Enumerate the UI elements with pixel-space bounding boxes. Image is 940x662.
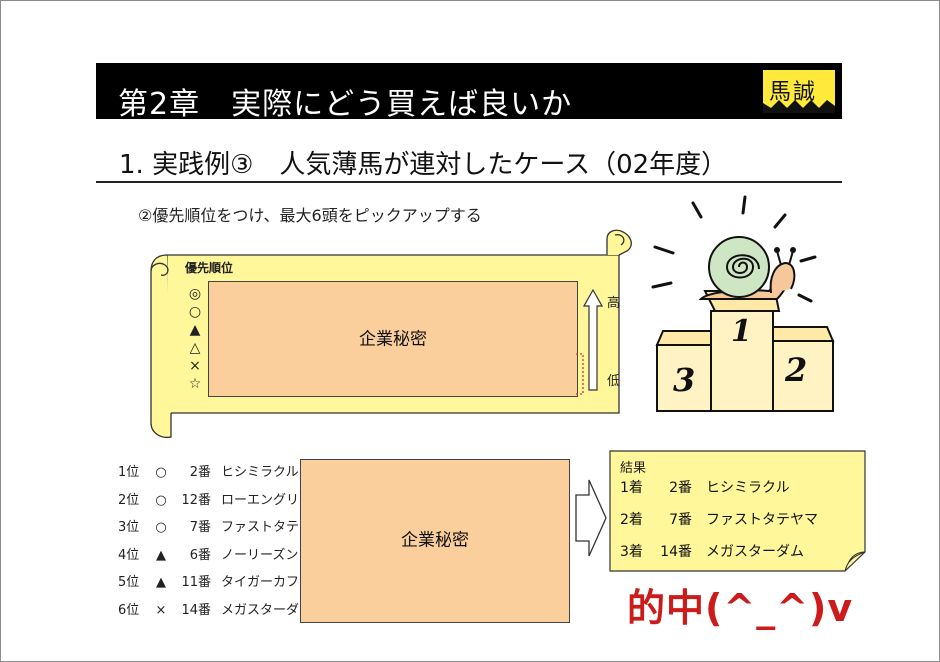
list-item: 5位 ▲ 11番タイガーカフェ [118,571,312,599]
arrow-up-icon [583,289,603,391]
title-bar: 第2章 実際にどう買えば良いか 馬誠 [96,63,842,122]
result-number: 14番 [660,544,692,560]
chapter-title: 第2章 実際にどう買えば良いか [118,87,573,122]
pick-number: 2番 [189,465,211,480]
pick-horse: タイガーカフェ [221,575,313,590]
pick-number: 14番 [181,602,211,618]
pick-rank: 3位 [118,520,140,535]
priority-mark: △ [189,340,201,356]
pick-rank: 6位 [118,602,140,618]
pick-mark: ○ [155,492,167,508]
result-note-icon [609,450,866,572]
step-label: ②優先順位をつけ、最大6頭をピックアップする [138,206,482,225]
result-position: 1着 [620,480,643,496]
podium-snail-icon: 1 2 3 [651,195,835,412]
confidential-label: 企業秘密 [401,530,469,551]
dotted-bracket-icon [576,353,584,395]
logo-text: 馬誠 [769,80,818,105]
label-low: 低 [607,374,621,389]
pick-rank: 4位 [118,547,140,563]
result-horse: ファストタテヤマ [706,512,818,528]
result-row: 2着 7番ファストタテヤマ [620,509,818,529]
confidential-box-lower: 企業秘密 [300,459,570,623]
result-number: 2番 [669,480,692,496]
pick-horse: メガスターダム [221,602,313,618]
confidential-label: 企業秘密 [359,329,427,350]
priority-heading: 優先順位 [185,261,234,275]
result-number: 7番 [669,512,692,528]
pick-horse: ヒシミラクル（ [221,465,312,480]
pick-mark: ▲ [156,547,166,563]
pick-mark: ○ [155,520,167,535]
priority-mark: ◎ [188,286,202,302]
pick-horse: ノーリーズン（ [221,547,312,563]
confidential-box-upper: 企業秘密 [208,281,578,397]
list-item: 3位 ○ 7番ファストタテヤ [118,516,312,544]
result-row: 1着 2番ヒシミラクル [620,477,790,497]
priority-mark: × [189,358,201,374]
list-item: 6位 × 14番メガスターダム [118,599,312,627]
result-position: 3着 [620,544,643,560]
pick-rank: 2位 [118,492,140,508]
hit-text: 的中(^_^)v [627,586,854,630]
pick-number: 6番 [189,547,211,563]
pick-number: 7番 [189,520,211,535]
result-heading: 結果 [620,461,647,476]
pick-rank: 1位 [118,465,140,480]
section-subtitle: 1. 実践例③ 人気薄馬が連対したケース（02年度） [119,150,728,180]
list-item: 1位 ○ 2番ヒシミラクル（ [118,461,312,489]
logo-crown-icon [763,100,835,113]
pick-mark: ○ [155,465,167,480]
result-horse: メガスターダム [706,544,804,560]
priority-marks: ◎ ○ ▲ △ × ☆ [187,285,203,393]
pick-number: 11番 [181,575,211,590]
pick-list: 1位○2番ヒシミラクル（ 2位○12番ローエングリン 3位○7番ファストタテヤ … [118,461,312,626]
result-position: 2着 [620,512,643,528]
subtitle-divider [96,181,842,183]
priority-mark: ▲ [189,322,201,338]
podium-number: 3 [673,361,695,399]
pick-horse: ローエングリン [221,492,313,508]
priority-mark: ○ [188,304,202,320]
pick-horse: ファストタテヤ [221,520,313,535]
logo: 馬誠 [763,70,835,113]
result-row: 3着 14番メガスターダム [620,541,804,561]
podium-number: 2 [784,351,807,389]
pick-rank: 5位 [118,575,140,590]
arrow-right-icon [575,479,607,557]
pick-mark: × [155,602,167,618]
pick-mark: ▲ [156,575,166,590]
list-item: 2位 ○ 12番ローエングリン [118,489,312,517]
podium-number: 1 [731,314,752,349]
label-high: 高 [607,296,621,311]
list-item: 4位 ▲ 6番ノーリーズン（ [118,544,312,572]
pick-number: 12番 [181,492,211,508]
priority-mark: ☆ [188,376,202,392]
result-horse: ヒシミラクル [706,480,790,496]
